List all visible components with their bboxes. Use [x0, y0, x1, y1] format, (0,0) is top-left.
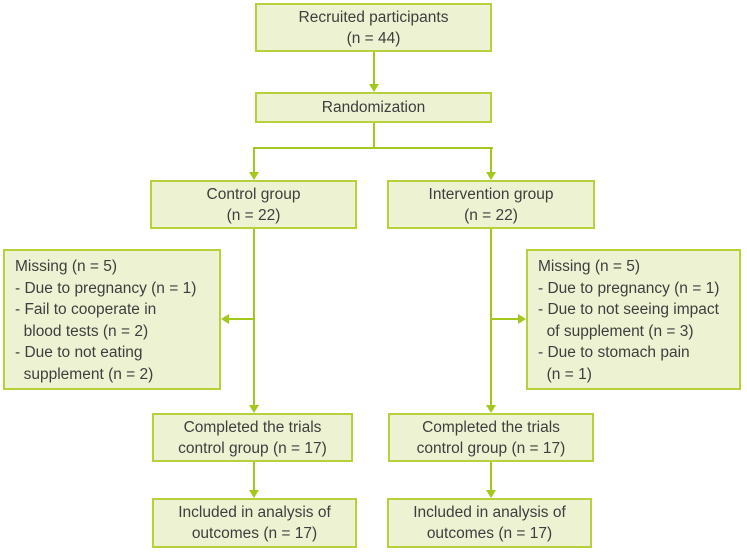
- randomization-box: Randomization: [255, 92, 492, 123]
- connector-completed-to-analysis-intervention: [490, 462, 492, 490]
- connector-branch-to-control: [253, 147, 255, 173]
- connector-branch-horizontal: [253, 147, 493, 149]
- missing-control-box: Missing (n = 5) - Due to pregnancy (n = …: [3, 249, 221, 390]
- arrowhead-down-icon: [486, 490, 496, 498]
- recruited-participants-box: Recruited participants (n = 44): [255, 3, 492, 52]
- arrowhead-down-icon: [249, 490, 259, 498]
- control-group-box: Control group (n = 22): [150, 180, 357, 229]
- missing-intervention-box: Missing (n = 5) - Due to pregnancy (n = …: [526, 249, 741, 390]
- completed-intervention-box: Completed the trials control group (n = …: [388, 413, 594, 462]
- arrowhead-down-icon: [249, 172, 259, 180]
- connector-to-missing-control: [229, 318, 254, 320]
- arrowhead-down-icon: [486, 172, 496, 180]
- connector-to-missing-intervention: [492, 318, 518, 320]
- arrowhead-down-icon: [249, 405, 259, 413]
- completed-control-box: Completed the trials control group (n = …: [152, 413, 353, 462]
- arrowhead-down-icon: [369, 84, 379, 92]
- connector-recruited-to-randomization: [373, 52, 375, 84]
- connector-control-to-completed: [253, 229, 255, 405]
- arrowhead-down-icon: [486, 405, 496, 413]
- arrowhead-left-icon: [221, 314, 229, 324]
- analysis-control-box: Included in analysis of outcomes (n = 17…: [152, 498, 357, 548]
- connector-randomization-stem: [373, 123, 375, 149]
- connector-intervention-to-completed: [490, 229, 492, 405]
- intervention-group-box: Intervention group (n = 22): [387, 180, 595, 229]
- connector-completed-to-analysis-control: [253, 462, 255, 490]
- connector-branch-to-intervention: [490, 147, 492, 173]
- arrowhead-right-icon: [518, 314, 526, 324]
- analysis-intervention-box: Included in analysis of outcomes (n = 17…: [387, 498, 592, 548]
